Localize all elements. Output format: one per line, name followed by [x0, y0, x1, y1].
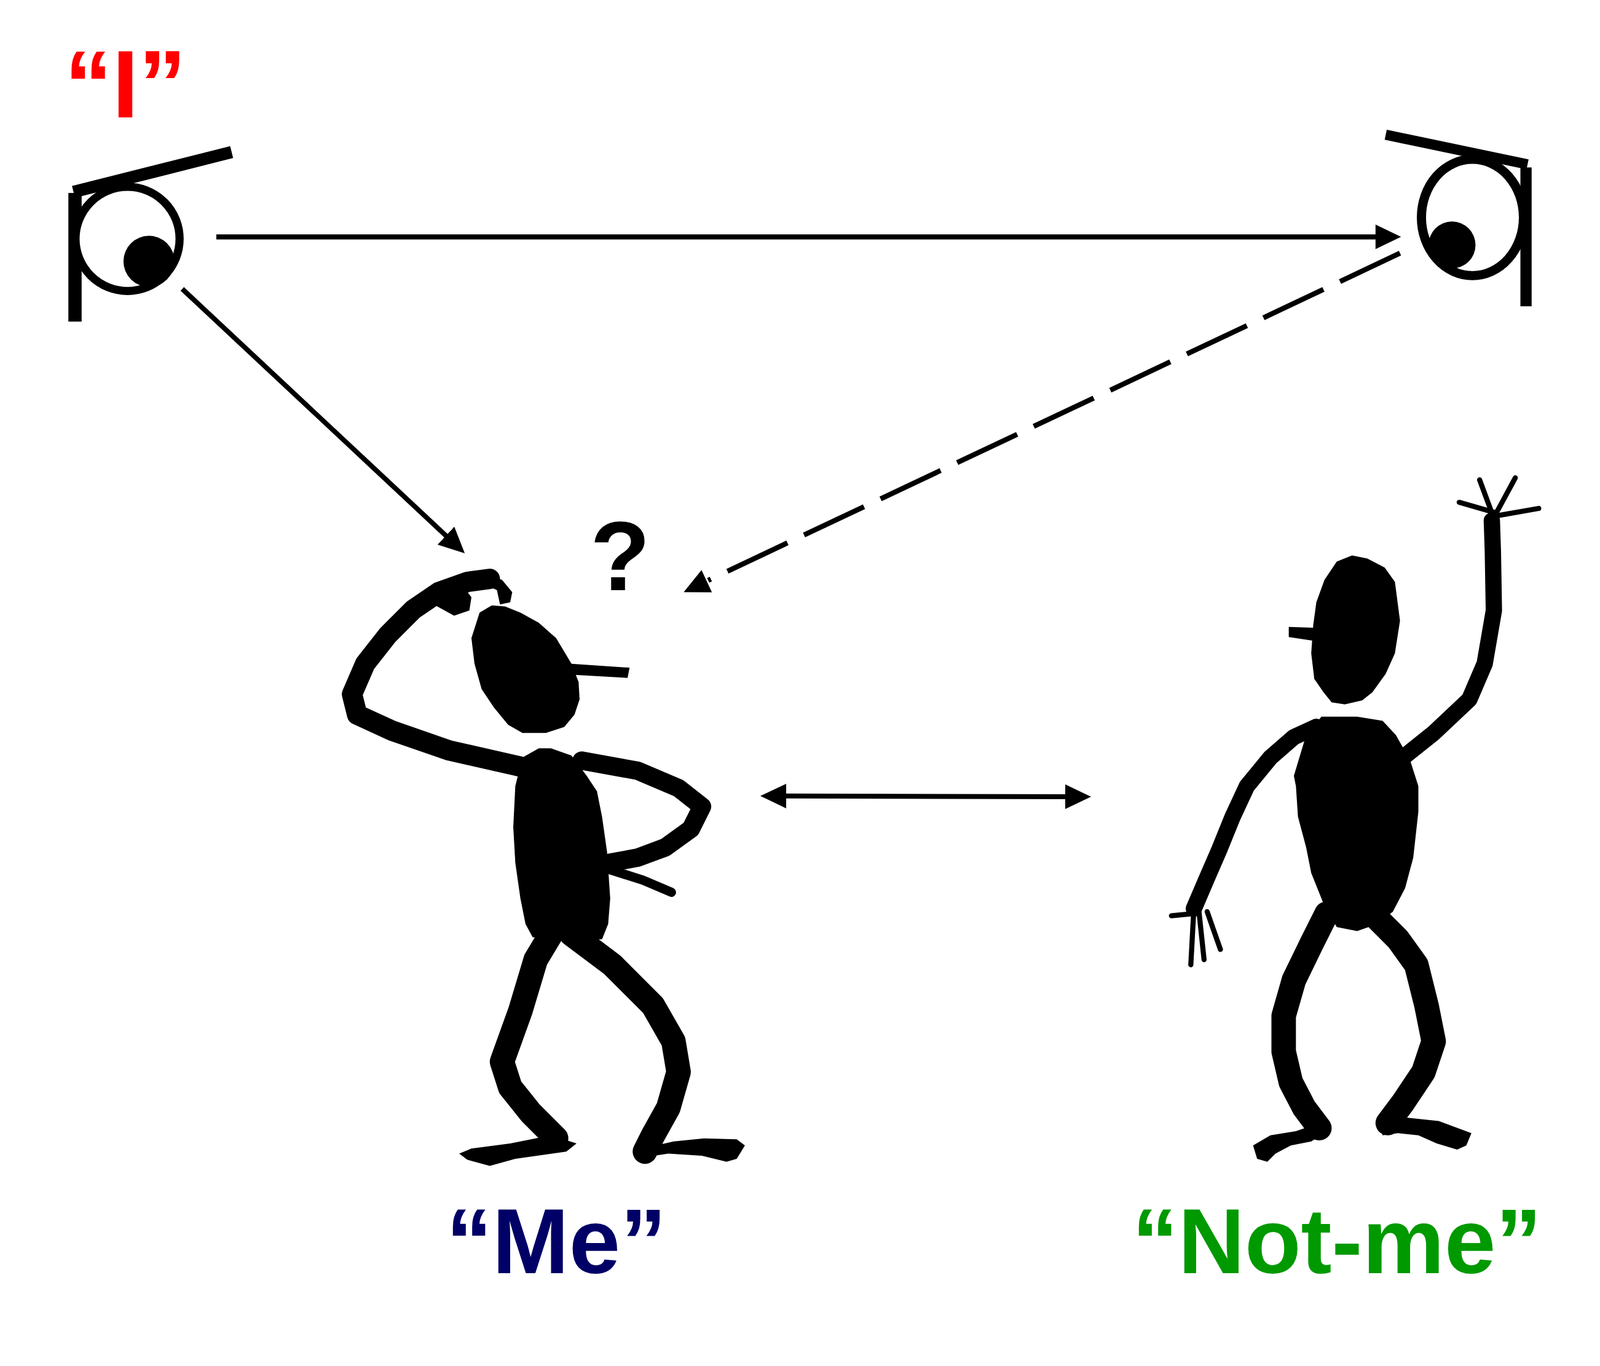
not-me-label: “Not-me”	[1132, 1194, 1543, 1288]
finger	[1459, 502, 1495, 513]
dashed-line	[708, 253, 1401, 581]
me-label: “Me”	[446, 1194, 667, 1288]
dashed-gaze-arrow	[683, 253, 1400, 593]
finger	[1497, 508, 1539, 516]
cap-bill	[569, 663, 630, 678]
observer-node: “I”	[58, 36, 249, 289]
leg	[571, 934, 679, 1152]
foot	[459, 1135, 577, 1167]
eye-pupil	[1428, 221, 1476, 268]
leg	[1377, 918, 1434, 1124]
not-me-node: “Not-me”	[1091, 467, 1549, 1291]
observation-arrow	[182, 288, 457, 545]
finger	[1494, 477, 1516, 516]
not-me-figure-drawing	[1171, 477, 1540, 1162]
finger	[1199, 911, 1205, 960]
head	[471, 605, 580, 734]
gaze-arrow	[216, 224, 1401, 249]
relation-arrow	[772, 796, 1079, 797]
finger	[1171, 913, 1192, 916]
waving-arm	[1403, 520, 1495, 758]
eye-brow	[73, 151, 232, 192]
leg	[1283, 913, 1327, 1128]
gaze-line	[216, 234, 1378, 240]
torso	[513, 748, 611, 942]
arrow-head	[683, 569, 712, 592]
eye-ball	[1421, 159, 1524, 276]
self-label: “I”	[64, 36, 187, 133]
fingers	[1459, 477, 1539, 516]
eye-pupil	[123, 236, 175, 288]
finger	[1190, 908, 1194, 965]
fingers	[1171, 908, 1221, 965]
torso	[1293, 716, 1419, 932]
hand	[610, 869, 672, 893]
me-node: “Me”	[338, 553, 761, 1291]
arrow-head	[1375, 224, 1402, 249]
foot	[1253, 1123, 1325, 1162]
question-mark: ?	[590, 507, 651, 606]
lowered-arm	[1193, 726, 1317, 909]
foot	[641, 1138, 745, 1162]
cap-bill	[1288, 626, 1317, 642]
leg	[502, 934, 557, 1139]
head	[1311, 555, 1400, 704]
me-figure-drawing	[352, 574, 745, 1167]
eye-ball	[75, 186, 180, 291]
finger	[1207, 911, 1221, 950]
foot	[1379, 1116, 1471, 1150]
other-eye	[1385, 134, 1532, 307]
observer-eye	[68, 151, 232, 322]
